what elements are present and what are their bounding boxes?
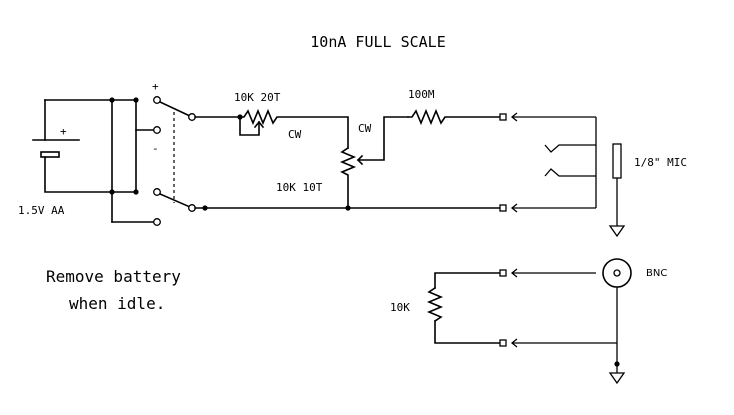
bottom-rail <box>194 204 507 212</box>
battery-plus-label: + <box>60 125 67 138</box>
power-switch <box>153 96 196 226</box>
switch-minus-label: - <box>152 142 159 155</box>
bnc-label: BNC <box>646 268 667 279</box>
resistor-100m <box>407 108 507 126</box>
pot-10t <box>339 116 409 209</box>
note-line-1: Remove battery <box>46 267 181 286</box>
battery-label: 1.5V AA <box>18 204 65 217</box>
bnc-input-section <box>426 258 632 385</box>
resistor-100m-label: 100M <box>408 88 435 101</box>
diagram-title: 10nA FULL SCALE <box>310 33 445 51</box>
cw-right-label: CW <box>358 122 372 135</box>
note-line-2: when idle. <box>69 294 165 313</box>
battery-1-5v <box>32 99 113 193</box>
cw-left-label: CW <box>288 128 302 141</box>
switch-wiring <box>109 97 154 223</box>
resistor-10k-label: 10K <box>390 301 410 314</box>
switch-plus-label: + <box>152 80 159 93</box>
top-rail <box>194 108 349 149</box>
pot-20t-label: 10K 20T <box>234 91 281 104</box>
pot-10t-label: 10K 10T <box>276 181 323 194</box>
mic-jack-label: 1/8" MIC <box>634 156 687 169</box>
mic-jack <box>510 112 626 238</box>
